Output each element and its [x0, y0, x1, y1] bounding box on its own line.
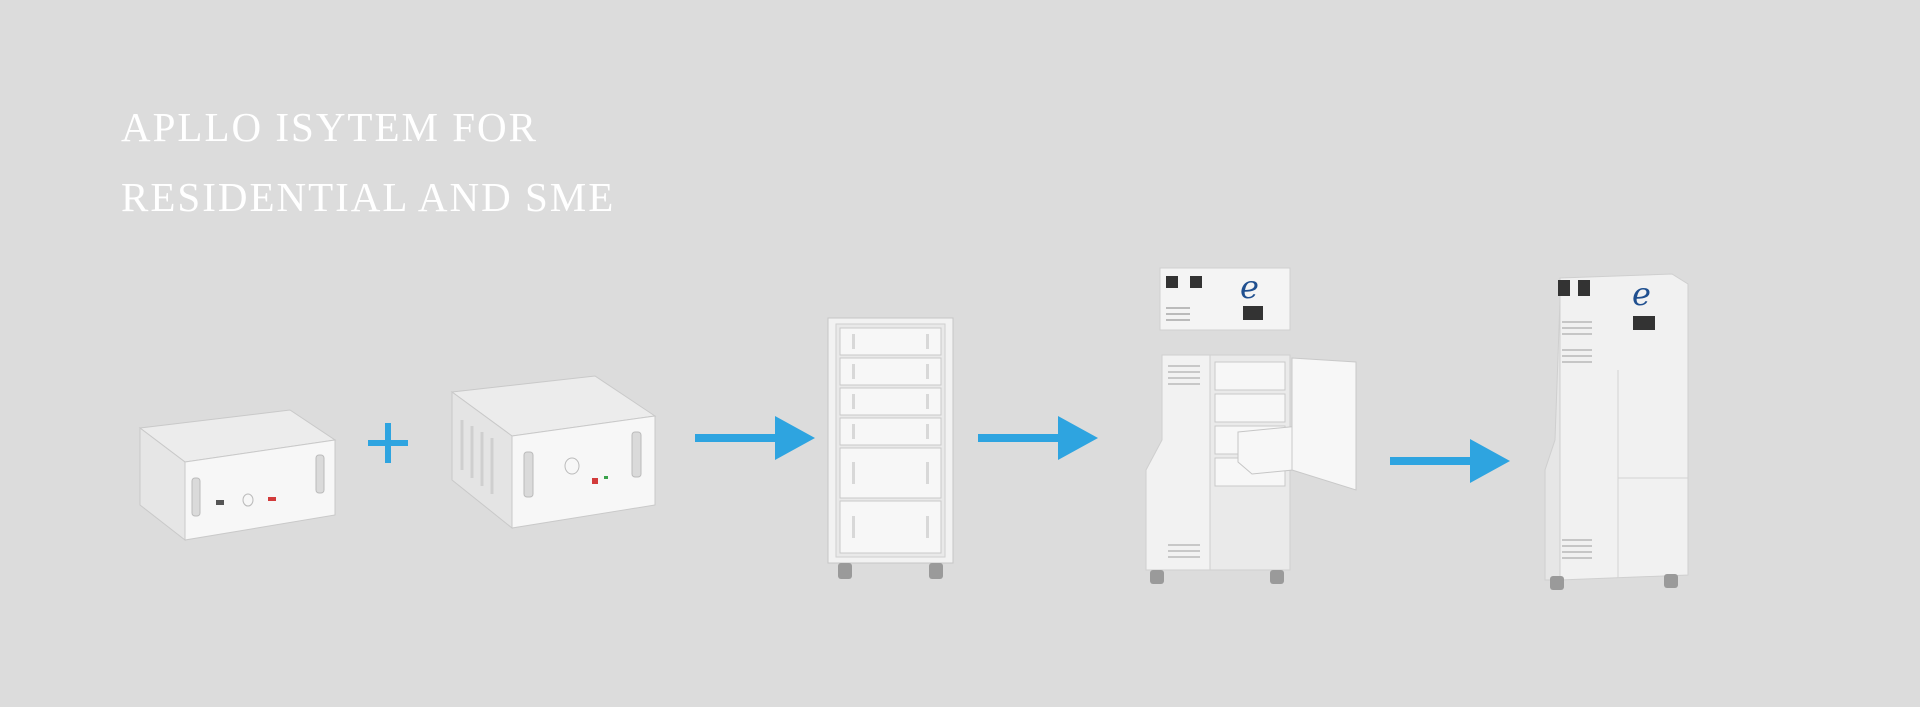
plus-icon [368, 423, 408, 463]
title-line-1: APLLO ISYTEM FOR [121, 104, 538, 150]
svg-text:e: e [1632, 275, 1651, 313]
battery-rack-icon [827, 317, 954, 579]
battery-module-small-icon [138, 409, 337, 542]
battery-module-large-icon [450, 375, 657, 530]
arrow-right-icon [1390, 439, 1510, 483]
cabinet-closed-icon: e [1544, 273, 1689, 590]
svg-text:e: e [1240, 268, 1259, 306]
arrow-right-icon [695, 416, 815, 460]
cabinet-open-icon: e [1145, 267, 1357, 584]
title-line-2: RESIDENTIAL AND SME [121, 174, 616, 220]
page-title: APLLO ISYTEM FOR RESIDENTIAL AND SME [121, 92, 615, 232]
arrow-right-icon [978, 416, 1098, 460]
